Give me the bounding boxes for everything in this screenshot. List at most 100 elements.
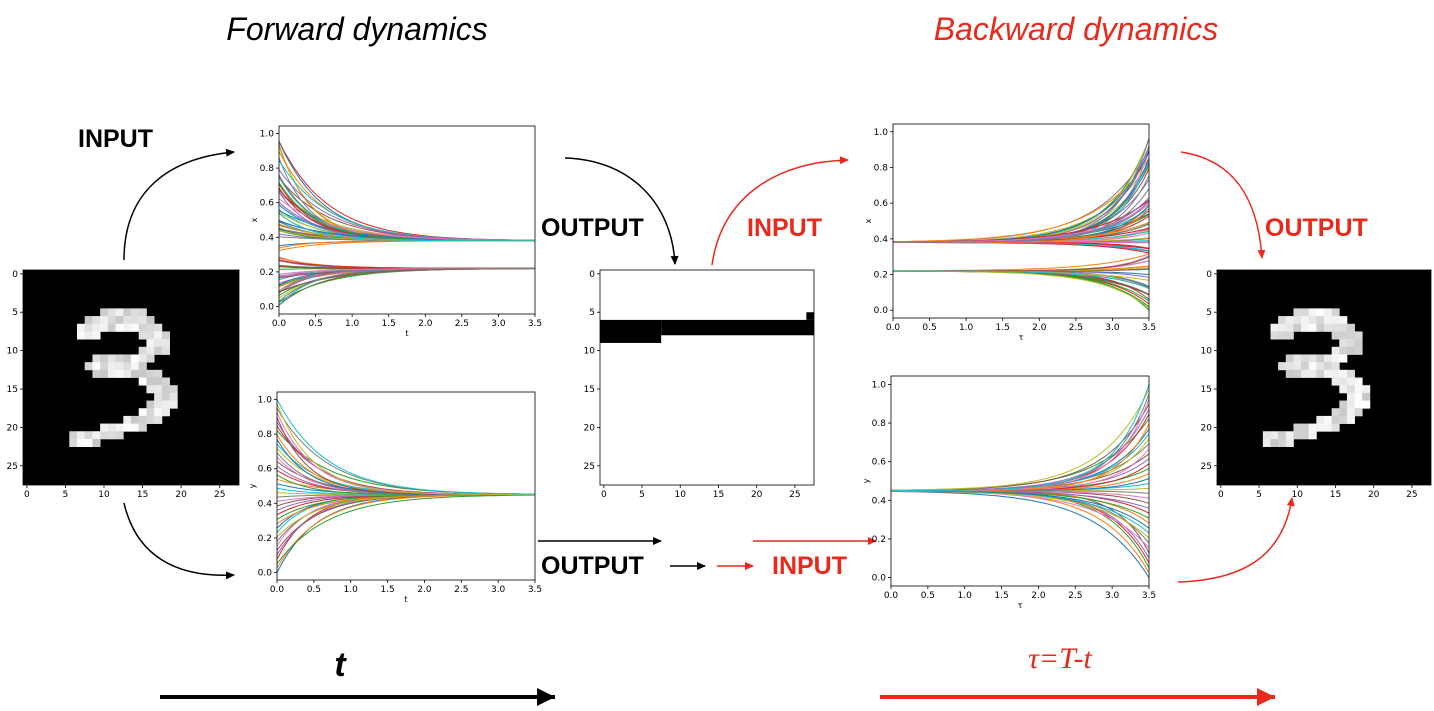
x-tick-label: 1.0: [345, 319, 360, 329]
y-tick-label: 0.2: [874, 271, 888, 281]
series-line: [891, 490, 1150, 529]
series-lines: [276, 399, 536, 573]
input-label-backward-top: INPUT: [747, 214, 822, 242]
y-tick-label: 25: [1201, 462, 1212, 472]
arrow-image-to-forward-x: [123, 148, 235, 261]
arrow-binary-to-backward-x: [711, 156, 849, 266]
series-lines: [278, 140, 536, 306]
image-frame: [22, 269, 240, 486]
x-tick-label: 25: [1406, 490, 1417, 500]
x-tick-label: 1.5: [380, 585, 394, 595]
output-label-forward-top: OUTPUT: [541, 214, 644, 242]
time-axis-forward-label: t: [334, 646, 347, 684]
image-pixels: [23, 270, 239, 485]
series-line: [278, 240, 535, 251]
y-tick-label: 25: [7, 462, 18, 472]
image-frame: [599, 269, 815, 486]
series-line: [278, 257, 535, 269]
x-tick-label: 0.5: [308, 319, 322, 329]
y-tick-label: 0.0: [874, 306, 889, 316]
x-tick-label: 2.5: [454, 585, 468, 595]
y-tick-label: 0.2: [258, 534, 272, 544]
series-line: [890, 490, 1150, 578]
x-tick-label: 2.0: [418, 319, 433, 329]
series-line: [276, 494, 535, 525]
y-axis-label: y: [248, 483, 257, 488]
x-tick-label: 10: [98, 490, 110, 500]
series-line: [276, 421, 535, 495]
y-tick-label: 0.8: [872, 419, 887, 429]
series-line: [891, 438, 1150, 492]
series-lines: [892, 138, 1150, 311]
y-tick-label: 10: [584, 347, 596, 357]
y-axis-label: y: [862, 478, 871, 483]
x-tick-label: 5: [63, 490, 69, 500]
x-tick-label: 2.0: [1031, 591, 1046, 601]
image-pixels: [1217, 270, 1431, 485]
y-tick-label: 0: [12, 270, 18, 280]
output-label-forward-bottom: OUTPUT: [541, 552, 644, 580]
x-tick-label: 0.0: [886, 323, 901, 333]
x-tick-label: 3.5: [528, 585, 542, 595]
y-tick-label: 0.4: [260, 233, 275, 243]
y-tick-label: 0.4: [872, 496, 887, 506]
series-line: [893, 270, 1150, 289]
series-line: [276, 494, 536, 564]
series-line: [891, 394, 1150, 492]
series-line: [890, 418, 1150, 491]
y-tick-label: 15: [7, 385, 18, 395]
y-tick-label: 0.0: [872, 574, 887, 584]
x-tick-label: 1.0: [958, 591, 973, 601]
y-tick-label: 0: [589, 270, 595, 280]
y-tick-label: 10: [1201, 347, 1213, 357]
plot-frame: [276, 391, 536, 581]
y-tick-label: 0.8: [258, 430, 273, 440]
y-tick-label: 0: [1206, 270, 1212, 280]
y-axis-label: x: [864, 218, 873, 223]
y-tick-label: 0.6: [260, 199, 275, 209]
x-tick-label: 10: [1292, 490, 1304, 500]
y-tick-label: 20: [1201, 423, 1213, 433]
y-tick-label: 0.8: [260, 164, 275, 174]
x-tick-label: 1.5: [994, 591, 1008, 601]
image-pixels: [600, 270, 814, 485]
y-tick-label: 20: [7, 423, 19, 433]
arrow-image-to-forward-y: [123, 502, 235, 580]
x-tick-label: 0.0: [884, 591, 899, 601]
x-tick-label: 1.0: [344, 585, 359, 595]
x-tick-label: 2.5: [455, 319, 469, 329]
series-line: [890, 490, 1150, 539]
x-tick-label: 0.0: [270, 585, 285, 595]
series-line: [278, 268, 535, 302]
series-line: [276, 399, 535, 495]
x-tick-label: 0.5: [307, 585, 321, 595]
x-tick-label: 0: [601, 490, 607, 500]
x-tick-label: 20: [751, 490, 763, 500]
y-axis-label: x: [250, 217, 259, 222]
x-tick-label: 3.5: [1142, 591, 1156, 601]
y-tick-label: 0.8: [874, 163, 889, 173]
series-line: [890, 389, 1150, 491]
arrow-forward-x-to-binary: [564, 157, 679, 265]
series-line: [278, 189, 535, 242]
series-line: [893, 188, 1150, 243]
plot-frame: [890, 375, 1150, 587]
forward-dynamics-title: Forward dynamics: [226, 11, 487, 47]
x-tick-label: 0.5: [922, 323, 936, 333]
x-tick-label: 15: [1330, 490, 1341, 500]
arrow-backward-y-to-output: [1177, 497, 1295, 583]
x-tick-label: 0.5: [921, 591, 935, 601]
output-label-backward-top: OUTPUT: [1265, 214, 1368, 242]
series-line: [276, 494, 535, 547]
y-tick-label: 0.6: [258, 465, 273, 475]
x-tick-label: 3.0: [1105, 591, 1120, 601]
y-tick-label: 5: [1206, 308, 1212, 318]
x-axis-label: t: [405, 329, 408, 338]
series-line: [276, 403, 535, 496]
x-tick-label: 2.5: [1068, 591, 1082, 601]
